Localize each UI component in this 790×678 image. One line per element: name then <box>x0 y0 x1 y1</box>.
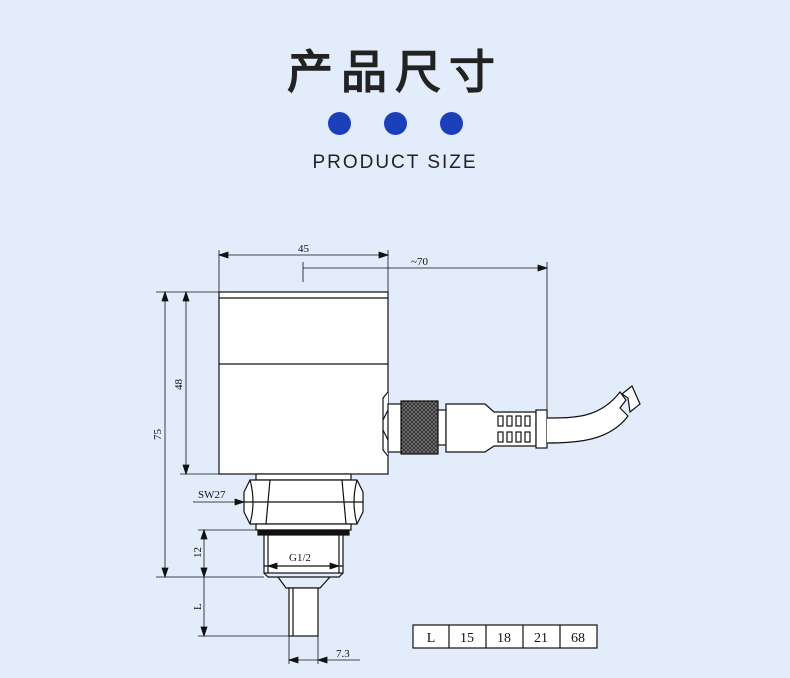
probe <box>277 576 331 637</box>
hex-nut <box>243 479 364 525</box>
cable-connector <box>387 400 548 455</box>
dim-thread-height-label: 12 <box>192 547 204 558</box>
dot-3 <box>439 112 463 135</box>
cable <box>546 385 641 444</box>
sensor-housing <box>218 291 389 475</box>
dot-2 <box>383 112 407 135</box>
table-cell: 21 <box>534 631 548 646</box>
dim-cable-label: ~70 <box>411 256 428 268</box>
page-subtitle: PRODUCT SIZE <box>312 152 478 173</box>
table-cell: 68 <box>571 631 585 646</box>
table-cell: 18 <box>497 631 511 646</box>
thread-section <box>255 523 352 578</box>
dim-hex-label: SW27 <box>198 489 226 501</box>
page-title: 产品尺寸 <box>287 45 503 99</box>
table-header-l: L <box>427 631 436 646</box>
dot-1 <box>327 112 351 135</box>
table-cell: 15 <box>460 631 474 646</box>
size-table: L 15 18 21 68 <box>412 624 598 649</box>
dim-probe-length-label: L <box>192 603 204 610</box>
dim-probe-diameter-label: 7.3 <box>336 648 350 660</box>
dim-thread-label: G1/2 <box>289 552 311 564</box>
dim-body-height-label: 48 <box>173 379 185 391</box>
dim-total-height-label: 75 <box>152 429 164 441</box>
dim-width-label: 45 <box>298 243 310 255</box>
decorative-dots <box>0 112 790 135</box>
